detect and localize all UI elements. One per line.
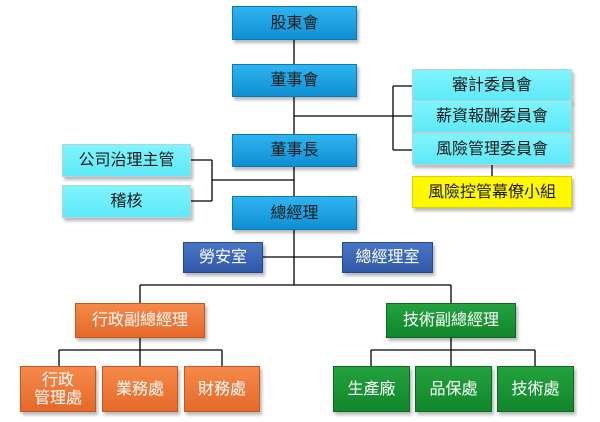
- node-gm-office: 總經理室: [342, 242, 433, 273]
- node-vp-admin: 行政副總經理: [75, 303, 205, 338]
- node-shareholders: 股東會: [232, 6, 357, 40]
- node-board: 董事會: [232, 64, 357, 97]
- node-labor-safety-office: 勞安室: [183, 242, 263, 273]
- node-general-manager: 總經理: [232, 196, 357, 230]
- node-vp-tech: 技術副總經理: [386, 303, 516, 338]
- node-chairman: 董事長: [232, 134, 357, 167]
- node-business-dept: 業務處: [102, 366, 178, 412]
- node-production-plant: 生產廠: [333, 366, 410, 412]
- node-tech-dept: 技術處: [497, 366, 574, 412]
- node-audit: 稽核: [62, 185, 191, 218]
- node-governance-officer: 公司治理主管: [62, 144, 191, 177]
- node-audit-committee: 審計委員會: [412, 69, 572, 102]
- node-finance-dept: 財務處: [184, 366, 260, 412]
- node-compensation-committee: 薪資報酬委員會: [412, 100, 572, 133]
- node-admin-dept: 行政 管理處: [20, 366, 96, 412]
- node-qa-dept: 品保處: [415, 366, 492, 412]
- node-risk-committee: 風險管理委員會: [412, 133, 572, 165]
- node-risk-control-group: 風險控管幕僚小組: [412, 176, 572, 208]
